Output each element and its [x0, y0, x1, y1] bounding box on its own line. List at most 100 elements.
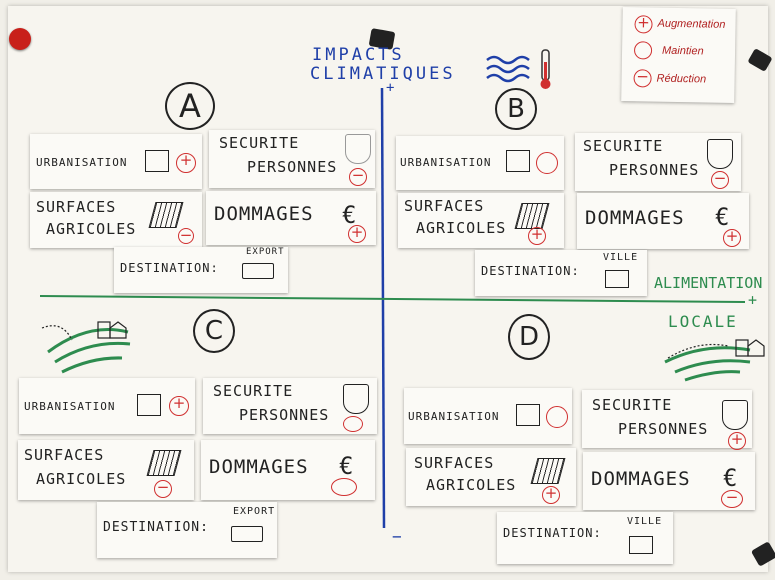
keep-symbol [331, 478, 357, 496]
quadrant-c-label: C [193, 309, 235, 353]
decrease-symbol [154, 478, 172, 498]
building-icon [506, 150, 530, 172]
waves-icon [486, 55, 530, 83]
card-label: DOMMAGES [214, 203, 314, 225]
building-icon [516, 404, 540, 426]
card-destination: DESTINATION: VILLE [475, 250, 647, 296]
destination-value: EXPORT [246, 247, 285, 257]
shield-icon [707, 139, 733, 169]
card-label: PERSONNES [618, 420, 709, 438]
truck-icon [242, 263, 274, 279]
card-surfaces: SURFACES AGRICOLES [18, 440, 194, 500]
decrease-symbol [711, 169, 729, 189]
card-label: DESTINATION: [103, 520, 209, 535]
building-icon [145, 150, 169, 172]
field-icon [146, 450, 182, 476]
decrease-symbol [721, 488, 743, 508]
destination-value: EXPORT [233, 506, 276, 517]
card-label: AGRICOLES [46, 220, 137, 238]
card-label: DOMMAGES [591, 468, 691, 490]
card-label: SECURITE [592, 396, 673, 414]
card-label: SURFACES [404, 197, 485, 215]
keep-symbol [343, 416, 363, 432]
card-label: URBANISATION [36, 156, 128, 169]
card-label: PERSONNES [247, 158, 338, 176]
axis-right-label1: ALIMENTATION [654, 274, 763, 292]
thermometer-icon [540, 49, 551, 89]
quadrant-d-label: D [508, 314, 550, 360]
card-destination: DESTINATION: VILLE [497, 512, 673, 564]
keep-symbol [546, 406, 568, 428]
keep-symbol [633, 41, 653, 60]
card-surfaces: SURFACES AGRICOLES [30, 192, 202, 248]
field-icon [148, 202, 184, 228]
increase-symbol [348, 223, 366, 243]
card-label: SURFACES [24, 446, 105, 464]
shield-icon [722, 400, 748, 430]
card-dommages: DOMMAGES € [583, 452, 755, 510]
card-destination: DESTINATION: EXPORT [97, 502, 277, 558]
card-label: AGRICOLES [416, 219, 507, 237]
card-label: DESTINATION: [481, 264, 580, 278]
card-label: AGRICOLES [426, 476, 517, 494]
card-destination: DESTINATION: EXPORT [114, 247, 288, 293]
building-icon [629, 536, 653, 554]
destination-value: VILLE [603, 252, 639, 263]
title-line2: CLIMATIQUES [310, 64, 456, 84]
keep-symbol [536, 152, 558, 174]
card-surfaces: SURFACES AGRICOLES [398, 193, 564, 248]
card-label: SECURITE [213, 382, 294, 400]
card-label: SECURITE [583, 137, 664, 155]
increase-symbol [176, 151, 196, 173]
card-label: DOMMAGES [585, 207, 685, 229]
card-dommages: DOMMAGES € [201, 440, 375, 500]
increase-symbol [723, 227, 741, 247]
card-urbanisation: URBANISATION [19, 378, 195, 434]
shield-icon [345, 134, 371, 164]
card-label: SECURITE [219, 134, 300, 152]
building-icon [605, 270, 629, 288]
truck-icon [231, 526, 263, 542]
card-securite: SECURITE PERSONNES [582, 390, 752, 450]
increase-symbol [169, 394, 189, 416]
card-securite: SECURITE PERSONNES [209, 130, 375, 188]
legend-keep: Maintien [661, 44, 704, 58]
shield-icon [343, 384, 369, 414]
quadrant-a-label: A [165, 82, 215, 130]
decrease-symbol [633, 69, 652, 88]
card-label: URBANISATION [24, 400, 116, 413]
legend-decrease: Réduction [656, 72, 707, 86]
card-securite: SECURITE PERSONNES [203, 378, 377, 434]
axis-right-label2: LOCALE [668, 312, 738, 331]
horizontal-axis [39, 295, 746, 303]
card-label: AGRICOLES [36, 470, 127, 488]
card-dommages: DOMMAGES € [577, 193, 749, 249]
card-label: DESTINATION: [503, 526, 602, 540]
card-urbanisation: URBANISATION [396, 136, 564, 190]
red-magnet [9, 28, 31, 50]
field-icon [530, 458, 566, 484]
increase-symbol [528, 225, 546, 245]
card-label: PERSONNES [609, 161, 700, 179]
decrease-symbol [178, 226, 194, 244]
landscape-right-icon [664, 339, 765, 382]
landscape-left-icon [41, 321, 131, 374]
euro-icon: € [723, 464, 739, 492]
card-label: URBANISATION [400, 156, 492, 169]
card-label: DOMMAGES [209, 456, 309, 478]
card-dommages: DOMMAGES € [206, 191, 376, 245]
card-urbanisation: URBANISATION [404, 388, 572, 444]
legend-increase: Augmentation [657, 17, 726, 31]
card-surfaces: SURFACES AGRICOLES [406, 448, 576, 506]
card-label: DESTINATION: [120, 261, 219, 275]
card-securite: SECURITE PERSONNES [575, 133, 741, 191]
euro-icon: € [715, 203, 731, 231]
card-urbanisation: URBANISATION [30, 134, 202, 189]
axis-plus-label: + [386, 80, 398, 96]
increase-symbol [542, 484, 560, 504]
axis-right-plus: + [748, 291, 758, 309]
decrease-symbol [349, 166, 367, 186]
vertical-axis [380, 87, 386, 529]
